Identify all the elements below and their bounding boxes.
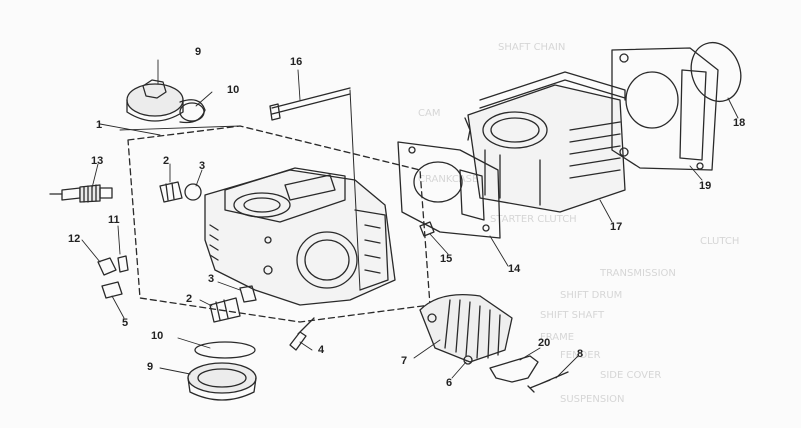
callout-9: 9 (195, 46, 202, 58)
cylinder-gasket (397, 141, 501, 239)
callout-10b: 10 (151, 330, 164, 342)
callout-2: 2 (163, 155, 170, 167)
callout-18: 18 (733, 117, 746, 129)
callout-1: 1 (96, 119, 103, 131)
callout-15: 15 (440, 253, 453, 265)
leader-lines (81, 59, 739, 379)
bleed-text: CAM (418, 108, 441, 119)
bracket-20 (489, 355, 539, 383)
bleed-text: SHAFT CHAIN (498, 42, 566, 53)
callout-3b: 3 (208, 273, 215, 285)
bolt-8 (527, 371, 569, 393)
valve-cover-side (419, 293, 513, 365)
callout-9b: 9 (147, 361, 154, 373)
callout-19: 19 (699, 180, 712, 192)
nut-12 (97, 257, 117, 276)
callout-20: 20 (538, 337, 551, 349)
valve-adjuster-bottom (209, 297, 241, 323)
valve-cap-part (184, 183, 202, 201)
valve-cap-bottom (187, 362, 257, 401)
callout-10: 10 (227, 84, 240, 96)
o-ring-18 (690, 41, 742, 103)
callout-4: 4 (318, 344, 325, 356)
bleed-text: TRANSMISSION (600, 268, 676, 279)
bleed-text: SUSPENSION (560, 394, 625, 405)
valve-bottom-part (239, 285, 257, 303)
callout-3: 3 (199, 160, 206, 172)
callout-11: 11 (108, 214, 120, 226)
stud-bolt-4 (289, 317, 315, 351)
callout-14: 14 (508, 263, 521, 275)
bleed-text: SIDE COVER (600, 370, 662, 381)
long-stud-bolt (269, 87, 351, 121)
bleed-text: CLUTCH (700, 236, 740, 247)
valve-adjuster-top (159, 181, 183, 203)
callout-2b: 2 (186, 293, 193, 305)
callout-5: 5 (122, 317, 129, 329)
head-gasket (611, 47, 719, 171)
bleed-text: FENDER (560, 350, 601, 361)
bleed-text: FRAME (540, 332, 575, 343)
callout-12: 12 (68, 233, 81, 245)
o-ring-bottom (194, 341, 256, 359)
callout-13: 13 (91, 155, 104, 167)
bolt-11 (117, 255, 129, 273)
bleed-text: SHIFT SHAFT (540, 310, 605, 321)
bleed-text: CRANKCASE (418, 174, 479, 185)
cylinder-head (204, 167, 396, 306)
callout-8: 8 (577, 348, 584, 360)
bleed-text: SHIFT DRUM (560, 290, 623, 301)
callout-16: 16 (290, 56, 303, 68)
washer-5 (101, 281, 123, 299)
callout-17: 17 (610, 221, 623, 233)
spark-plug (49, 184, 113, 203)
bleed-text: STARTER CLUTCH (490, 214, 577, 225)
cylinder-block (464, 71, 626, 213)
valve-cap-top (126, 79, 206, 124)
callout-6: 6 (446, 377, 453, 389)
callout-7: 7 (401, 355, 408, 367)
dowel-pin-15 (419, 221, 435, 237)
